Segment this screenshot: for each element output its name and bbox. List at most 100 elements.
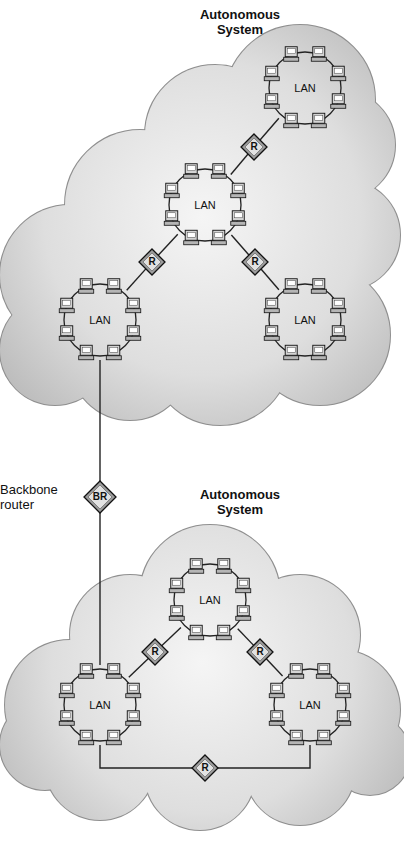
computer-icon [264, 66, 279, 81]
cloud-fill [0, 700, 90, 790]
computer-screen [129, 713, 137, 718]
computer-icon [126, 683, 141, 698]
computer-icon [284, 345, 299, 360]
computer-icon [59, 711, 74, 726]
computer-icon [79, 664, 94, 679]
computer-monitor [266, 66, 278, 76]
computer-monitor [285, 279, 297, 289]
computer-base [284, 289, 299, 293]
computer-monitor [232, 183, 244, 193]
computer-monitor [185, 164, 197, 174]
router-label: R [241, 141, 267, 153]
computer-icon [106, 730, 121, 745]
computer-monitor [290, 664, 302, 674]
computer-base [316, 674, 331, 678]
computer-base [311, 356, 326, 360]
computer-base [169, 589, 184, 593]
computer-monitor [190, 625, 202, 635]
computer-screen [339, 685, 347, 690]
lan-ring: LAN [155, 155, 255, 255]
computer-icon [106, 345, 121, 360]
computer-icon [289, 664, 304, 679]
computer-icon [264, 326, 279, 341]
computer-monitor [80, 664, 92, 674]
computer-monitor [80, 279, 92, 289]
computer-base [289, 674, 304, 678]
computer-screen [82, 666, 90, 671]
computer-icon [336, 711, 351, 726]
computer-icon [184, 230, 199, 245]
computer-base [289, 741, 304, 745]
computer-monitor [318, 664, 330, 674]
computer-screen [334, 68, 342, 73]
computer-screen [110, 281, 118, 286]
computer-icon [316, 664, 331, 679]
computer-icon [231, 211, 246, 226]
computer-icon [59, 683, 74, 698]
computer-monitor [237, 578, 249, 588]
computer-screen [268, 300, 276, 305]
network-link [100, 745, 192, 768]
computer-monitor [61, 298, 73, 308]
computer-screen [63, 300, 71, 305]
computer-base [236, 589, 251, 593]
computer-base [106, 289, 121, 293]
computer-screen [110, 347, 118, 352]
cloud-edge [200, 155, 360, 315]
computer-screen [63, 685, 71, 690]
computer-screen [192, 627, 200, 632]
router-caption: Backbone router [0, 482, 74, 512]
computer-base [211, 174, 226, 178]
computer-screen [287, 281, 295, 286]
cloud-edge [0, 700, 90, 790]
computer-monitor [271, 683, 283, 693]
router-outline [84, 481, 116, 513]
computer-monitor [237, 606, 249, 616]
network-link [127, 269, 146, 290]
computer-base [264, 104, 279, 108]
computer-base [59, 309, 74, 313]
computer-screen [215, 232, 223, 237]
computer-screen [334, 328, 342, 333]
computer-icon [126, 326, 141, 341]
computer-screen [287, 347, 295, 352]
computer-base [269, 694, 284, 698]
computer-icon [106, 279, 121, 294]
computer-icon [236, 578, 251, 593]
computer-monitor [218, 559, 230, 569]
computer-monitor [313, 345, 325, 355]
cloud-edge [145, 720, 255, 830]
computer-screen [239, 608, 247, 613]
computer-screen [63, 328, 71, 333]
computer-icon [331, 66, 346, 81]
computer-icon [331, 298, 346, 313]
computer-screen [287, 115, 295, 120]
router-diamond: R [242, 249, 268, 275]
computer-base [169, 616, 184, 620]
lan-ring: LAN [260, 655, 360, 755]
computer-icon [216, 559, 231, 574]
lan-label: LAN [260, 699, 360, 712]
computer-icon [164, 211, 179, 226]
computer-base [126, 721, 141, 725]
network-link [218, 745, 310, 768]
lan-label: LAN [255, 314, 355, 327]
computer-base [106, 741, 121, 745]
computer-icon [269, 683, 284, 698]
computer-base [311, 124, 326, 128]
computer-icon [126, 711, 141, 726]
computer-monitor [266, 326, 278, 336]
computer-monitor [290, 730, 302, 740]
computer-icon [211, 164, 226, 179]
lan-ring: LAN [50, 270, 150, 370]
computer-icon [59, 298, 74, 313]
router-diamond: R [247, 639, 273, 665]
computer-screen [173, 580, 181, 585]
computer-icon [169, 606, 184, 621]
computer-monitor [332, 326, 344, 336]
router-diamond: Backbone routerBR [84, 481, 116, 513]
computer-base [264, 336, 279, 340]
computer-base [331, 104, 346, 108]
computer-screen [315, 49, 323, 54]
computer-monitor [127, 326, 139, 336]
